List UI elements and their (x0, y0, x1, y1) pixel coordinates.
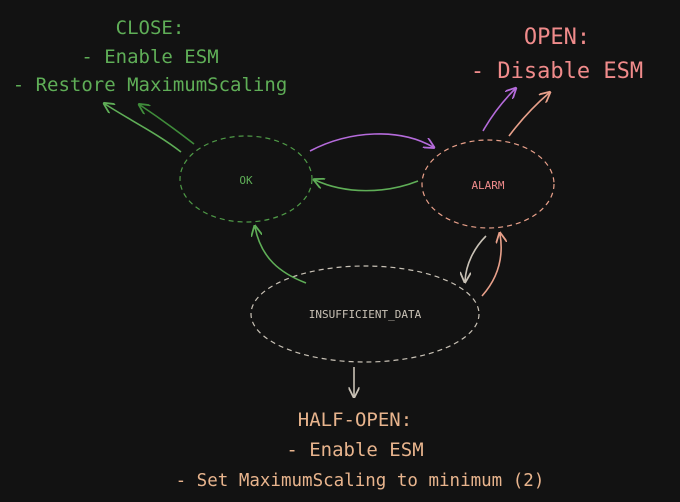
open-line-1: - Disable ESM (471, 59, 643, 84)
node-insufficient-data-outline (250, 265, 480, 363)
half-open-line-1: - Enable ESM (286, 439, 423, 461)
arrow-insufficient-to-ok (255, 227, 307, 284)
node-alarm-label: ALARM (471, 179, 504, 192)
close-line-2: - Restore MaximumScaling (13, 74, 288, 96)
arrow-alarm-to-ok (315, 180, 419, 192)
node-insufficient-data-label: INSUFFICIENT_DATA (309, 308, 422, 321)
arrow-insufficient-to-alarm (481, 234, 501, 297)
close-line-1: - Enable ESM (81, 46, 218, 68)
arrow-alarm-to-open-purple (482, 89, 515, 132)
arrow-ok-to-close-1 (105, 104, 182, 153)
node-insufficient-data: INSUFFICIENT_DATA (250, 265, 480, 363)
arrow-alarm-to-open-salmon (508, 93, 549, 137)
half-open-line-2: - Set MaximumScaling to minimum (2) (176, 471, 545, 491)
close-title: CLOSE: (116, 17, 185, 39)
open-title: OPEN: (524, 25, 590, 50)
node-ok-label: OK (239, 174, 253, 187)
node-ok: OK (179, 135, 313, 223)
open-annotation: OPEN: - Disable ESM (471, 25, 643, 84)
half-open-annotation: HALF-OPEN: - Enable ESM - Set MaximumSca… (176, 409, 545, 491)
node-alarm: ALARM (421, 139, 555, 229)
node-alarm-outline (421, 139, 555, 229)
half-open-title: HALF-OPEN: (298, 409, 412, 431)
arrow-alarm-to-insufficient (465, 235, 487, 281)
arrow-ok-to-alarm (309, 133, 433, 152)
close-annotation: CLOSE: - Enable ESM - Restore MaximumSca… (13, 17, 288, 96)
arrow-ok-to-close-2 (140, 105, 195, 145)
